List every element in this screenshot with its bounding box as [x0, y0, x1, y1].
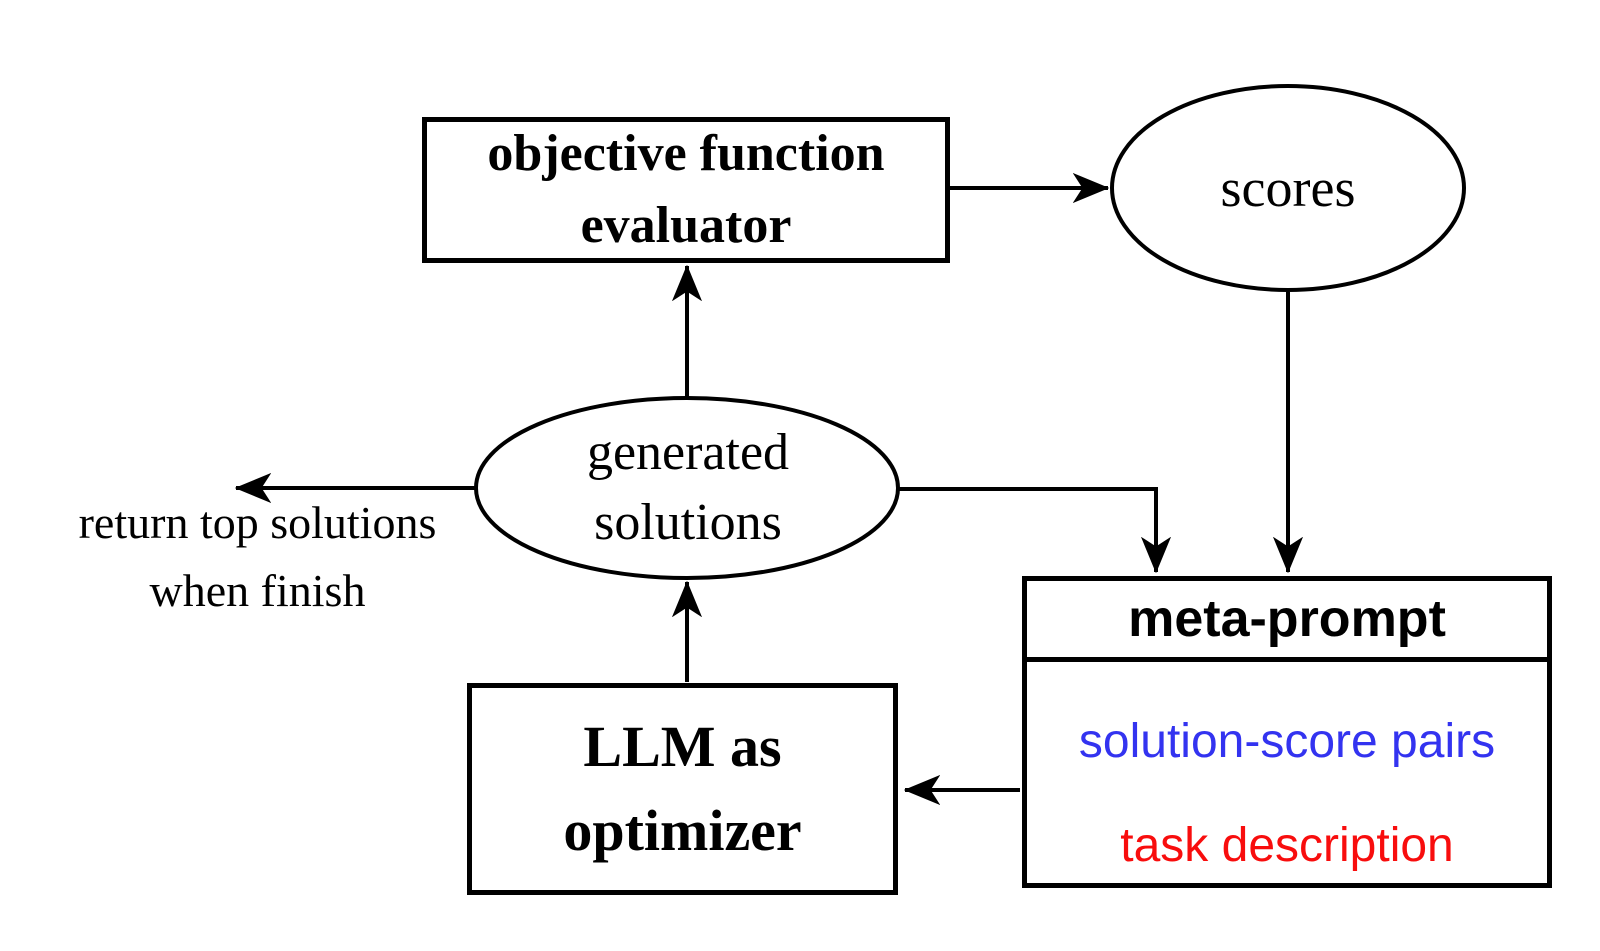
- return-label-line1: return top solutions: [78, 497, 437, 548]
- node-generated-solutions-label: generated solutions: [477, 398, 899, 578]
- node-objective-function-evaluator: objective function evaluator: [422, 117, 950, 263]
- arrow-solutions-to-meta-prompt: [897, 487, 1156, 572]
- objective-evaluator-line1: objective function: [487, 125, 885, 182]
- meta-prompt-task-description: task description: [1120, 819, 1454, 872]
- scores-ellipse: [1110, 84, 1466, 292]
- node-scores-label: scores: [1112, 86, 1464, 290]
- return-label-line2: when finish: [149, 565, 366, 616]
- node-llm-as-optimizer: LLM as optimizer: [467, 683, 898, 895]
- generated-solutions-line1: generated: [586, 424, 790, 481]
- node-meta-prompt: meta-prompt solution-score pairs task de…: [1022, 576, 1552, 888]
- llm-optimizer-line2: optimizer: [563, 798, 802, 863]
- objective-evaluator-line2: evaluator: [580, 197, 792, 254]
- meta-prompt-solution-score-pairs: solution-score pairs: [1078, 715, 1496, 768]
- llm-optimizer-line1: LLM as: [583, 714, 782, 779]
- meta-prompt-title: meta-prompt: [1027, 581, 1547, 662]
- generated-solutions-line2: solutions: [594, 494, 782, 551]
- meta-prompt-body: solution-score pairs task description: [1027, 662, 1547, 883]
- scores-text: scores: [1220, 158, 1356, 218]
- return-top-solutions-label: return top solutions when finish: [25, 489, 490, 625]
